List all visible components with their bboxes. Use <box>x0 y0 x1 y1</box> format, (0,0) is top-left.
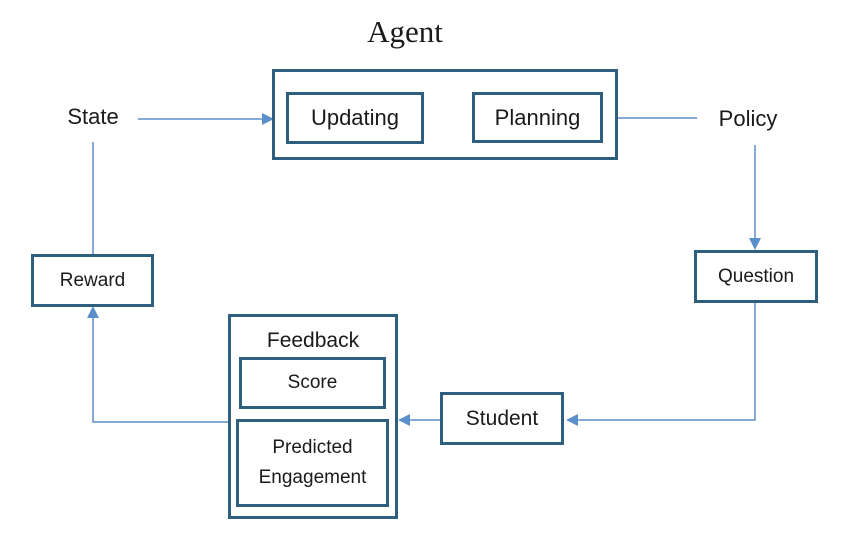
state-label: State <box>67 104 119 129</box>
score-box: Score <box>239 357 386 409</box>
updating-label: Updating <box>310 105 400 130</box>
predicted-engagement-label: Predicted Engagement <box>239 422 386 504</box>
reward-label: Reward <box>59 269 126 291</box>
predicted-line: Predicted <box>272 437 353 458</box>
student-box: Student <box>440 392 564 445</box>
feedback-label: Feedback <box>266 329 360 352</box>
student-label: Student <box>465 406 539 430</box>
reward-box: Reward <box>31 254 154 307</box>
policy-label: Policy <box>718 106 778 131</box>
agent-title: Agent <box>367 14 443 49</box>
predicted-engagement-box: Predicted Engagement <box>236 419 389 507</box>
planning-box: Planning <box>472 92 603 143</box>
question-label: Question <box>717 265 795 287</box>
score-label: Score <box>287 372 338 393</box>
question-box: Question <box>694 250 818 303</box>
updating-box: Updating <box>286 92 424 144</box>
engagement-line: Engagement <box>258 467 367 488</box>
planning-label: Planning <box>494 104 581 130</box>
arrow-question-to-student <box>566 303 756 426</box>
arrow-feedback-to-reward <box>87 306 228 423</box>
